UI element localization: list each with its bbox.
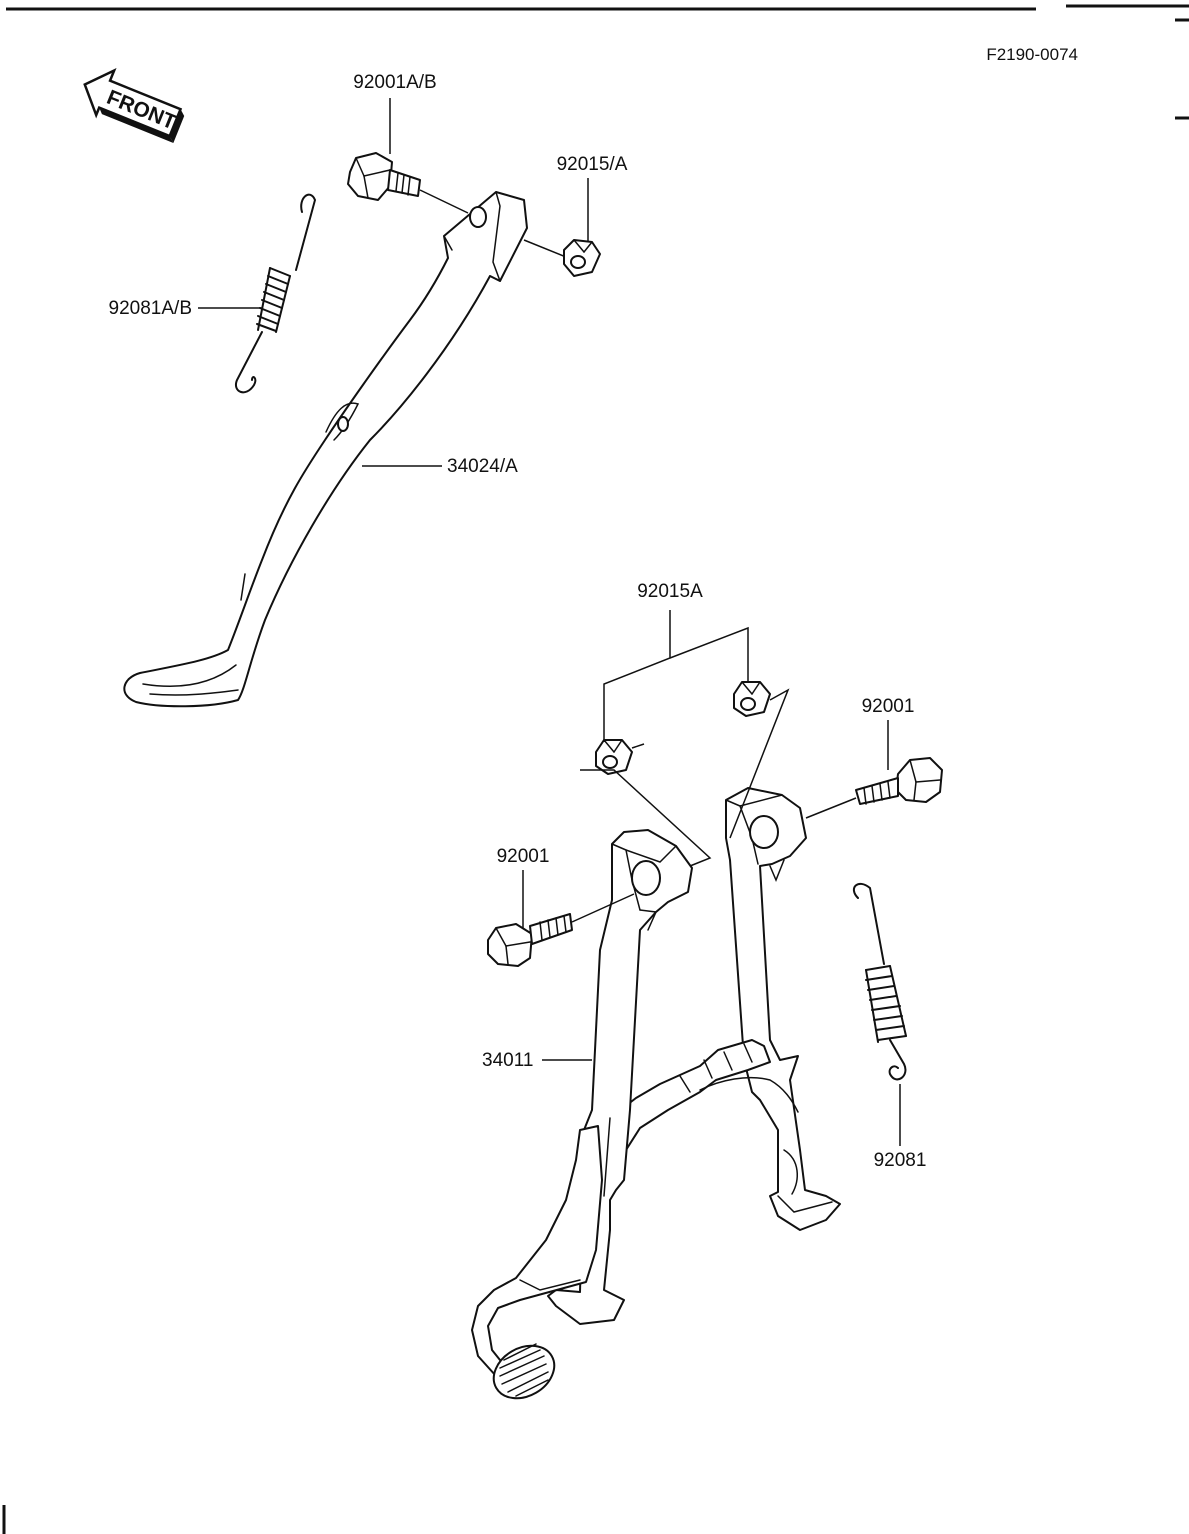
side-spring <box>234 193 317 394</box>
center-nut-left <box>595 739 645 775</box>
center-guide-lines <box>580 688 790 867</box>
side-bolt <box>347 152 469 214</box>
center-nut-right <box>733 681 771 717</box>
side-stand <box>123 191 528 708</box>
figure-code: F2190-0074 <box>986 45 1078 64</box>
page-border <box>2 4 1189 1534</box>
label-center-nuts: 92015A <box>637 581 703 602</box>
label-center-stand: 34011 <box>482 1050 533 1071</box>
leader-center-nuts-left <box>603 610 671 742</box>
leader-center-nuts-right <box>669 626 749 682</box>
label-side-stand: 34024/A <box>447 456 518 477</box>
label-side-nut: 92015/A <box>557 154 628 175</box>
label-center-bolt-left: 92001 <box>497 846 550 867</box>
label-center-spring: 92081 <box>874 1150 927 1171</box>
center-spring <box>852 882 907 1081</box>
center-stand <box>471 787 841 1400</box>
side-nut <box>523 239 601 277</box>
center-bolt-right <box>805 757 943 819</box>
label-side-spring: 92081A/B <box>109 298 192 319</box>
front-arrow-icon: FRONT <box>83 67 185 143</box>
label-center-bolt-right: 92001 <box>862 696 915 717</box>
center-bolt-left <box>487 893 635 967</box>
label-side-bolt: 92001A/B <box>353 72 436 93</box>
